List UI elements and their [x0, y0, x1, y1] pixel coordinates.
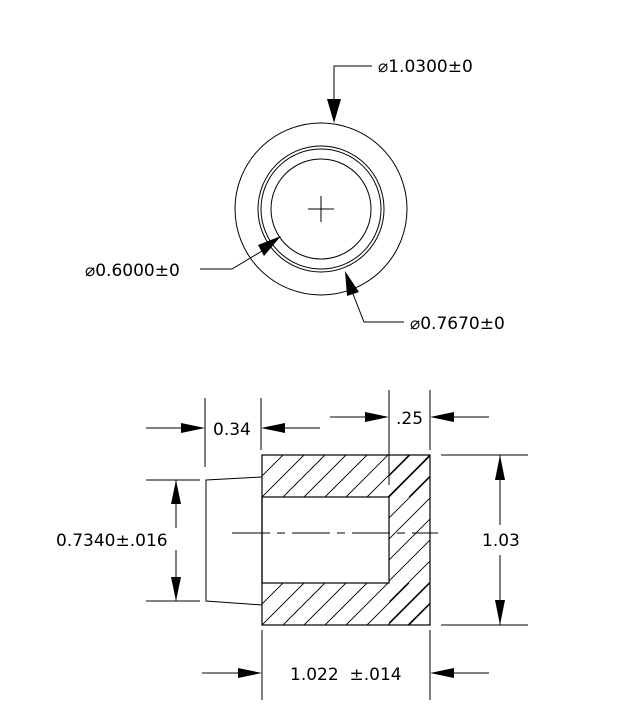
leader-arrow — [345, 271, 359, 296]
counterbore-dimension — [330, 390, 489, 485]
outer-diameter-label: ⌀1.0300±0 — [378, 57, 473, 77]
hatch-line — [389, 560, 430, 603]
leader-arrow — [258, 236, 281, 256]
bore-label: 0.7340±.016 — [56, 531, 168, 551]
hatch-line — [303, 455, 347, 497]
hatch-line — [429, 624, 430, 625]
hatch-line — [303, 583, 347, 625]
section-hatching — [262, 583, 493, 625]
hatch-line — [262, 455, 284, 477]
section-hatching — [262, 455, 493, 497]
hatch-line — [451, 455, 493, 497]
hatch-line — [345, 583, 389, 625]
hatch-line — [262, 583, 284, 605]
hatch-line — [324, 455, 368, 497]
counterbore-label: .25 — [396, 409, 423, 429]
inner-diameter-label: ⌀0.6000±0 — [85, 261, 180, 281]
hatch-line — [451, 583, 493, 625]
hatch-line — [389, 581, 430, 624]
outer-circle — [234, 122, 408, 296]
hatch-line — [555, 455, 641, 625]
mid-diameter-label: ⌀0.7670±0 — [410, 314, 505, 334]
width-dimension — [202, 630, 489, 700]
inner-circle — [270, 158, 372, 260]
mid-diameter-leader — [345, 271, 404, 323]
hatch-line — [387, 583, 430, 625]
middle-circle — [257, 145, 385, 273]
hatch-line — [408, 475, 430, 497]
hatch-line — [282, 455, 326, 497]
hatch-line — [429, 496, 430, 497]
center-mark — [308, 196, 334, 222]
height-label: 1.03 — [482, 531, 520, 551]
hatch-line — [389, 476, 430, 519]
hatch-line — [389, 455, 390, 456]
hatch-line — [576, 455, 641, 625]
leader-arrow — [327, 99, 341, 123]
hatch-line — [262, 583, 305, 625]
hatch-line — [324, 583, 368, 625]
hatch-line — [389, 518, 430, 561]
hatch-line — [262, 455, 263, 456]
width-label: 1.022 ±.014 — [290, 665, 402, 685]
hatch-line — [262, 455, 305, 497]
hatch-line — [389, 455, 411, 477]
height-dimension — [441, 454, 528, 626]
hatch-line — [366, 455, 410, 497]
bore — [261, 496, 390, 584]
hatch-line — [366, 583, 410, 625]
hatch-line — [597, 455, 641, 625]
top-view: ⌀1.0300±0 ⌀0.6000±0 ⌀0.7670±0 — [85, 57, 505, 334]
hatch-line — [282, 583, 326, 625]
bore-dimension — [146, 479, 200, 602]
hatch-line — [389, 455, 430, 498]
hatch-line — [513, 455, 641, 625]
outer-diameter-leader — [327, 65, 372, 123]
section-hatching — [389, 455, 641, 625]
hatch-line — [408, 603, 430, 625]
shoulder-dimension — [146, 398, 320, 467]
middle-inner-circle — [260, 148, 382, 270]
section-view: 0.34 .25 0.7340±.016 — [56, 390, 641, 700]
hatch-line — [450, 455, 620, 625]
hatch-line — [389, 497, 430, 540]
hatch-line — [534, 455, 641, 625]
shoulder-label: 0.34 — [213, 420, 251, 440]
inner-diameter-leader — [200, 236, 281, 270]
hatch-line — [387, 455, 430, 497]
hatch-line — [345, 455, 389, 497]
